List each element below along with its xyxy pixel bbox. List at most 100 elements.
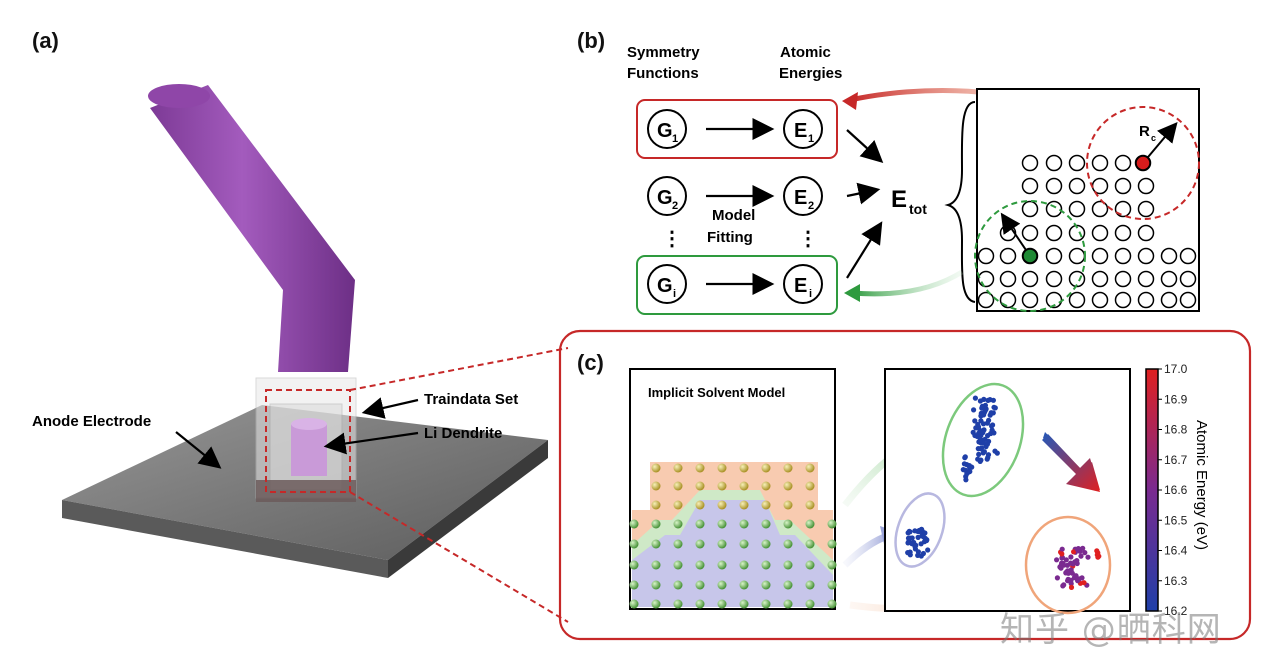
solvent-atom: [717, 599, 727, 609]
solvent-atom: [739, 500, 749, 510]
solvent-atom: [761, 560, 771, 570]
solvent-atom: [629, 580, 639, 590]
traindata-pointer: [361, 397, 419, 419]
solvent-atom: [695, 500, 705, 510]
solvent-atom: [739, 560, 749, 570]
solvent-atom: [673, 539, 683, 549]
lattice-atom: [1045, 247, 1063, 265]
panel-a-illustration: [62, 84, 569, 623]
solvent-atom: [739, 519, 749, 529]
gi-letter: G: [657, 275, 673, 297]
scatter-point: [964, 471, 970, 477]
scatter-point: [987, 412, 993, 418]
solvent-atom: [651, 580, 661, 590]
solvent-atom: [717, 539, 727, 549]
scatter-point: [905, 550, 911, 556]
solvent-atom: [805, 580, 815, 590]
zoom-line-top: [349, 347, 569, 391]
lattice-atom: [1045, 224, 1063, 242]
scatter-point: [1059, 555, 1065, 561]
scatter-point: [975, 446, 981, 452]
solvent-atom: [805, 463, 815, 473]
solvent-atom: [673, 463, 683, 473]
green-radius-arrow: [1000, 212, 1031, 257]
scatter-point: [912, 528, 918, 534]
scatter-point: [1061, 582, 1067, 588]
rc-arrow: [1142, 121, 1178, 164]
solvent-atom: [651, 539, 661, 549]
solvent-atom: [739, 539, 749, 549]
solvent-atom: [805, 599, 815, 609]
scatter-box: [884, 368, 1131, 612]
lattice-atom: [1068, 247, 1086, 265]
lattice-atom: [1114, 291, 1132, 309]
scatter-point: [1059, 551, 1065, 557]
red-curve-arrowhead: [842, 92, 858, 110]
model-label: Model: [712, 207, 755, 224]
anode-pointer: [175, 431, 222, 469]
scatter-point: [967, 464, 973, 470]
solvent-atom: [805, 481, 815, 491]
solvent-atom: [673, 500, 683, 510]
green-curve-arrowhead: [844, 284, 860, 302]
colorbar-tick-label: 16.7: [1164, 453, 1188, 467]
colorbar-tick-label: 16.9: [1164, 392, 1188, 406]
colorbar-title: Atomic Energy (eV): [1193, 420, 1210, 550]
red-atom-box: [636, 99, 838, 159]
scatter-point: [905, 535, 912, 541]
scatter-point: [984, 441, 991, 447]
lattice-atom: [1091, 224, 1109, 242]
scatter-point: [1085, 554, 1091, 560]
ei-sub: i: [809, 288, 812, 300]
lattice-atom: [1137, 177, 1155, 195]
solvent-atoms: [629, 463, 837, 609]
lattice-atom: [1160, 247, 1178, 265]
solvent-atom: [695, 539, 705, 549]
e2-sub: 2: [808, 200, 814, 212]
e-vdots: ⋮: [798, 228, 818, 250]
lattice-atom: [1091, 247, 1109, 265]
solvent-atom: [783, 580, 793, 590]
colorbar-tick-label: 16.2: [1164, 604, 1188, 618]
solvent-atom: [783, 481, 793, 491]
lattice-atom: [1068, 291, 1086, 309]
lattice-atom: [1179, 270, 1197, 288]
solvent-atom: [629, 519, 639, 529]
zoom-box: [265, 389, 351, 493]
lattice-atom: [999, 291, 1017, 309]
g1-circle: [647, 109, 687, 149]
solvent-atom: [805, 500, 815, 510]
scatter-point: [922, 530, 928, 536]
watermark: 知乎 @晒科网: [1000, 610, 1222, 650]
lattice-atom: [1114, 177, 1132, 195]
colorbar-tick-label: 16.8: [1164, 423, 1188, 437]
scatter-point: [1068, 560, 1074, 566]
gi-circle: [647, 264, 687, 304]
solvent-atom: [629, 539, 639, 549]
scatter-point: [1078, 553, 1084, 559]
scatter-point: [1082, 550, 1088, 556]
solvent-atom: [761, 463, 771, 473]
scatter-point: [977, 457, 983, 463]
scatter-point: [921, 539, 928, 545]
scatter-point: [913, 542, 919, 549]
lattice-atom: [1021, 224, 1039, 242]
rc-sub: c: [1151, 133, 1156, 143]
lattice-atom: [1045, 154, 1063, 172]
lattice-atom: [1091, 154, 1109, 172]
e2-letter: E: [794, 187, 807, 209]
lattice-atom: [999, 270, 1017, 288]
solvent-atom: [651, 463, 661, 473]
header-functions: Functions: [627, 65, 699, 82]
header-atomic: Atomic: [780, 44, 831, 61]
scatter-point: [906, 528, 912, 534]
solvent-atom: [717, 519, 727, 529]
scatter-point: [1054, 557, 1060, 563]
solvent-atom: [673, 580, 683, 590]
solvent-atom: [695, 599, 705, 609]
scatter-point: [982, 408, 988, 414]
e1-letter: E: [794, 120, 807, 142]
scatter-point: [1075, 547, 1081, 553]
header-energies: Energies: [779, 65, 842, 82]
scatter-point: [970, 429, 976, 435]
